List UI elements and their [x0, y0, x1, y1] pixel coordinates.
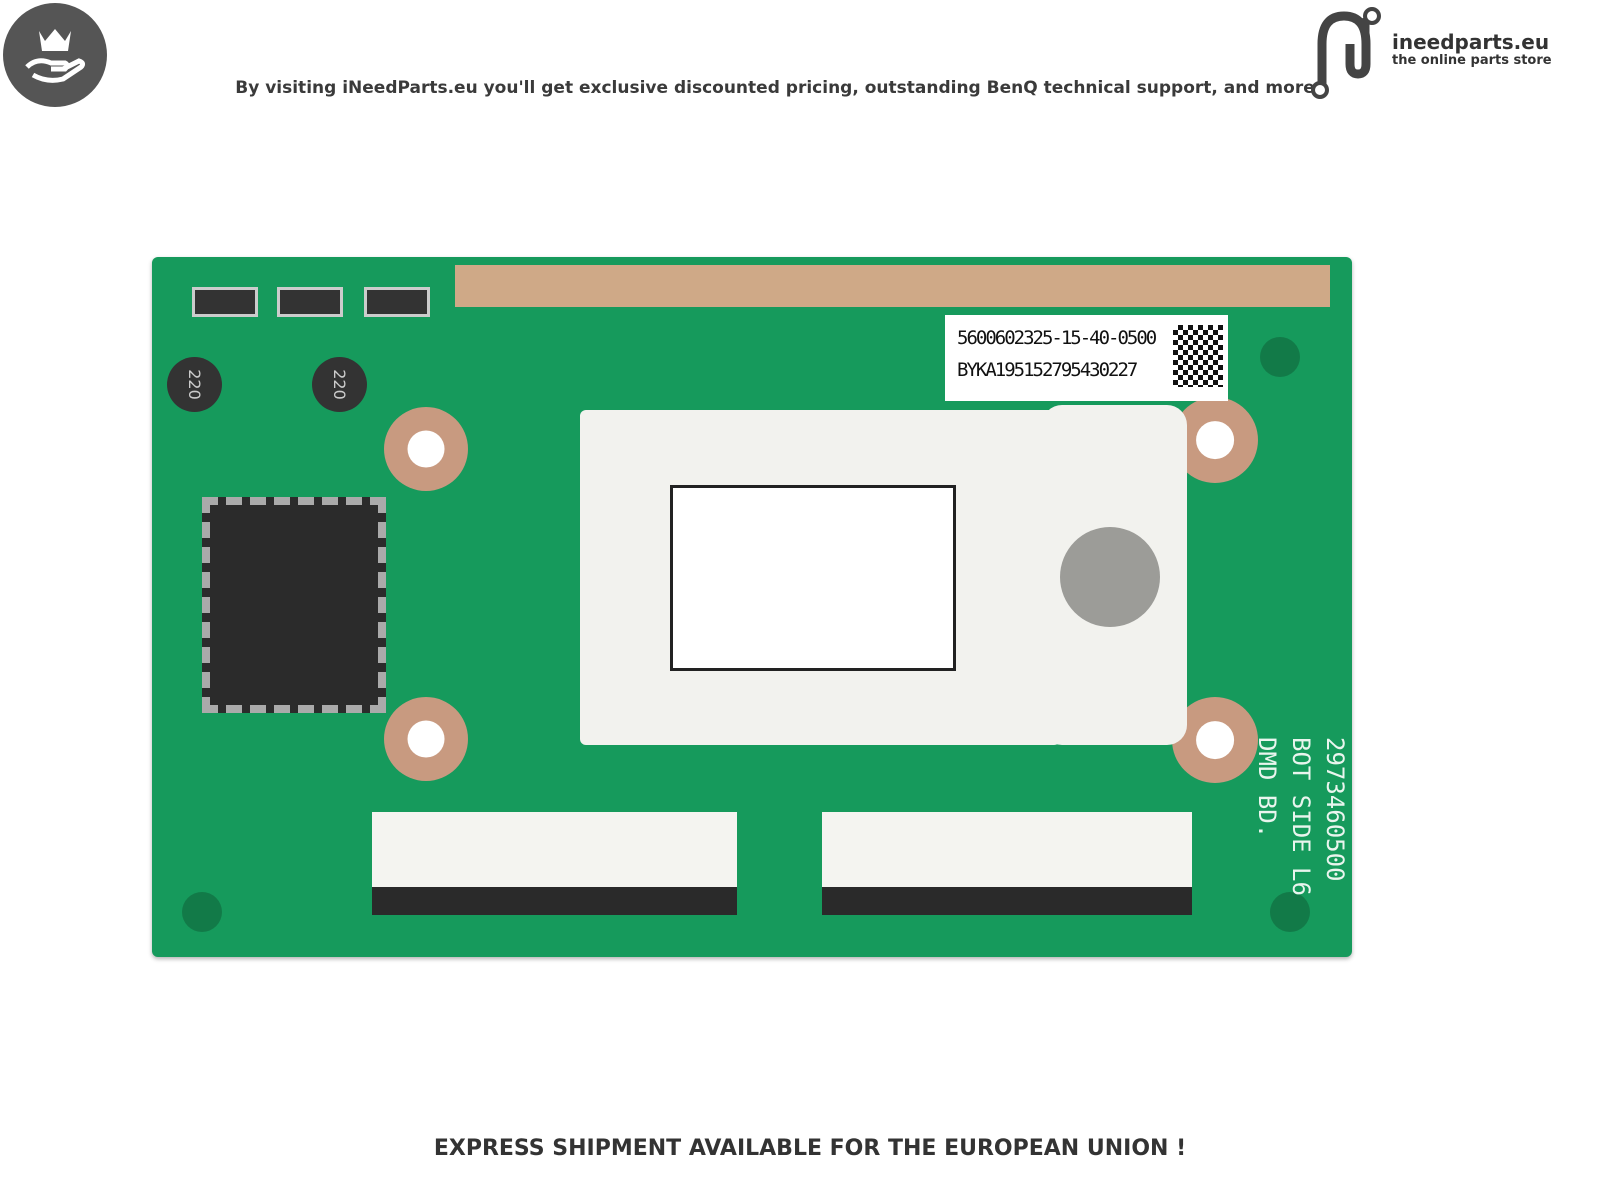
label-part-number: 5600602325-15-40-0500	[957, 327, 1157, 349]
capacitor	[192, 287, 258, 317]
board-name: DMD BD.	[1253, 737, 1281, 839]
capacitor	[364, 287, 430, 317]
shipping-banner: EXPRESS SHIPMENT AVAILABLE FOR THE EUROP…	[433, 1136, 1187, 1161]
gold-edge-strip	[455, 265, 1330, 307]
board-part-number: 2973460500	[1321, 737, 1349, 882]
capacitor	[277, 287, 343, 317]
logo-mark-icon	[1311, 7, 1381, 99]
inductor: 220	[167, 357, 222, 412]
mount-hole	[384, 697, 468, 781]
board-silkscreen: 2973460500 BOT SIDE L6 DMD BD.	[1250, 737, 1352, 1017]
flex-connector	[372, 812, 737, 915]
promo-tagline: By visiting iNeedParts.eu you'll get exc…	[235, 78, 1315, 98]
label-serial: BYKA195152795430227	[957, 359, 1138, 381]
dmd-board-photo: 220 220 2973460500 BOT SIDE L6 DMD BD.	[152, 257, 1352, 957]
dlp-controller-chip	[202, 497, 386, 713]
via-pad	[1260, 337, 1300, 377]
mount-hole	[384, 407, 468, 491]
dmd-socket-window	[670, 485, 956, 671]
datamatrix-code	[1173, 325, 1223, 387]
latch-screw	[1060, 527, 1160, 627]
via-pad	[182, 892, 222, 932]
logo-subtitle: the online parts store	[1392, 53, 1552, 68]
board-side: BOT SIDE L6	[1287, 737, 1315, 896]
logo-name: ineedparts.eu	[1392, 30, 1550, 54]
crown-hand-icon	[3, 3, 107, 107]
flex-connector	[822, 812, 1192, 915]
serial-label: 5600602325-15-40-0500 BYKA19515279543022…	[945, 315, 1228, 401]
inductor: 220	[312, 357, 367, 412]
ineedparts-logo[interactable]	[1310, 4, 1560, 100]
via-pad	[1270, 892, 1310, 932]
